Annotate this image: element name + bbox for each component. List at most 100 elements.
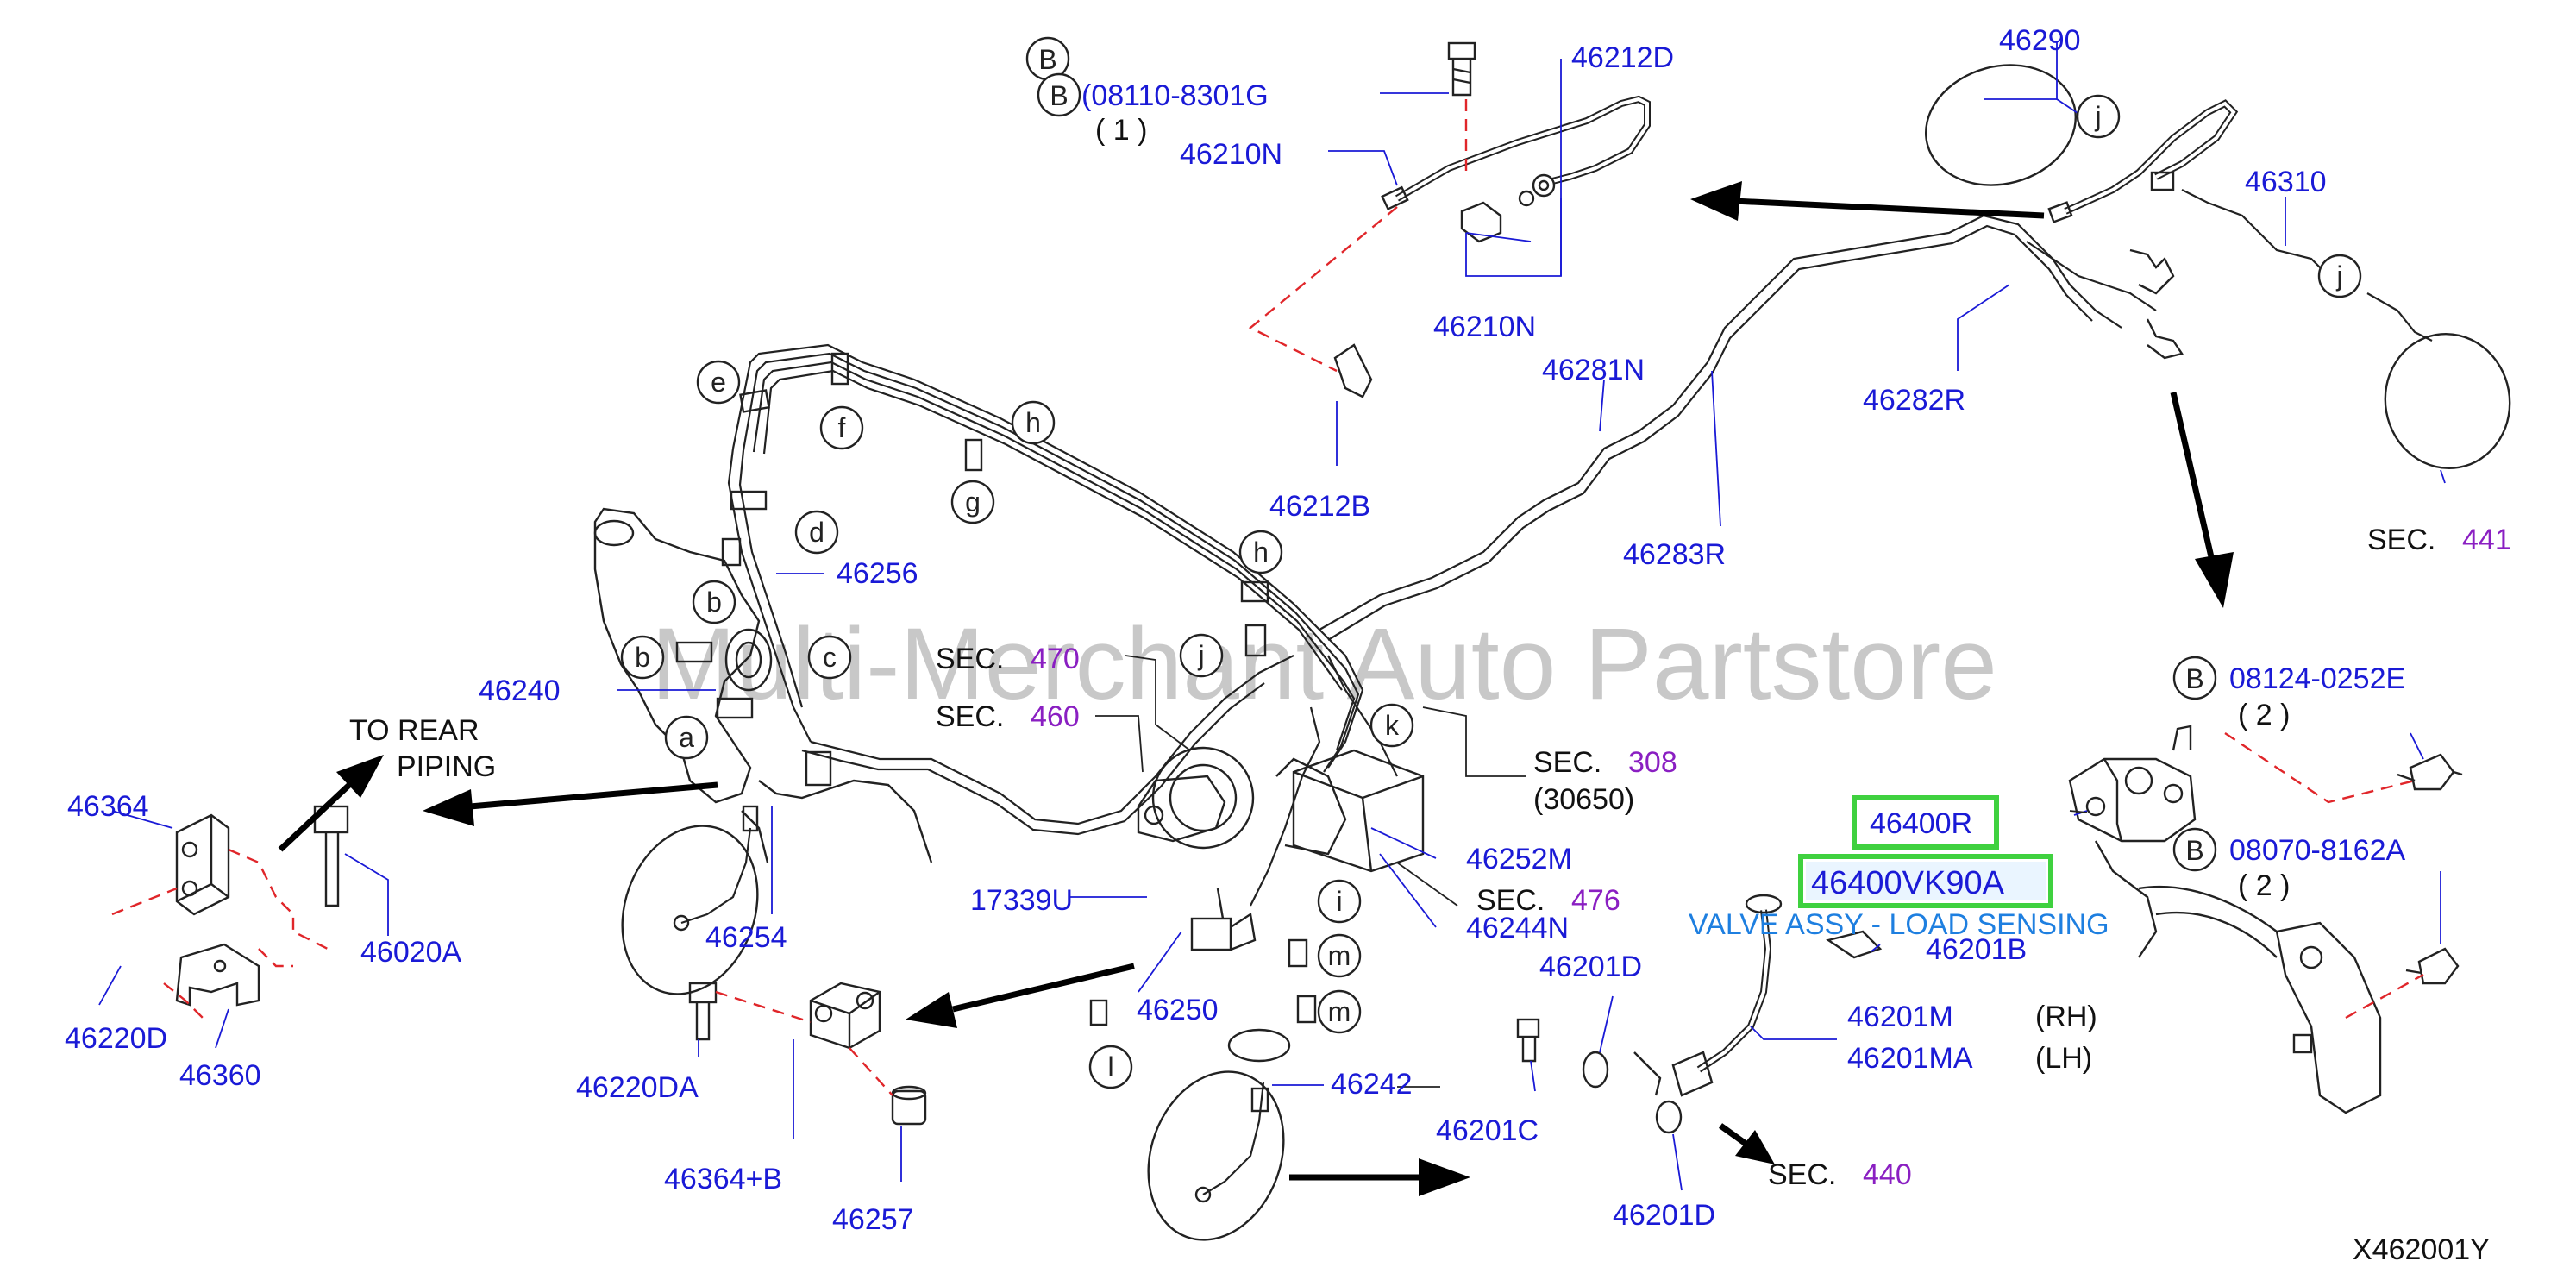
detail-46210n [1248,41,1651,398]
label-to-rear: TO REAR [349,714,479,747]
svg-text:SEC.: SEC. [936,700,1004,733]
svg-text:440: 440 [1863,1158,1912,1191]
label-46210n-bottom[interactable]: 46210N [1433,311,1536,343]
callout-c: c [807,635,852,680]
front-subframe [593,507,933,863]
front-brake-lines [675,214,2122,907]
label-46364[interactable]: 46364 [67,790,149,823]
sec-460[interactable]: SEC. 460 [936,700,1080,733]
junction-46364b [688,982,927,1126]
highlight-46400r [1852,795,1999,850]
label-46240[interactable]: 46240 [479,675,561,707]
callout-B: B [1025,36,1070,81]
label-46364b[interactable]: 46364+B [664,1163,782,1195]
label-qty-2a: ( 2 ) [2238,699,2290,731]
callout-letters: e f h g h d b b c a j k i m m l j j B B … [620,36,2362,1089]
callout-b: b [692,580,736,624]
label-46220da[interactable]: 46220DA [576,1071,699,1104]
label-46257[interactable]: 46257 [832,1203,914,1236]
label-qty-1: ( 1 ) [1095,114,1147,147]
master-cylinder [1137,746,1255,850]
callout-b: b [620,635,665,680]
svg-text:SEC.: SEC. [1476,884,1545,917]
svg-text:m: m [1328,940,1351,971]
rear-hose-46201 [1516,894,1883,1134]
callout-j: j [2076,94,2121,139]
label-46212b[interactable]: 46212B [1269,490,1370,523]
svg-text:441: 441 [2462,524,2511,556]
label-46254[interactable]: 46254 [705,921,787,954]
callout-h: h [1011,400,1056,445]
svg-text:308: 308 [1628,746,1677,779]
abs-actuator-block [1275,749,1425,873]
svg-text:b: b [706,587,722,618]
callout-B: B [2172,827,2217,872]
direction-arrows [278,181,2234,1196]
label-46020a[interactable]: 46020A [360,936,462,969]
rear-brakes [1924,64,2511,470]
label-30650: (30650) [1533,783,1634,816]
svg-text:j: j [1197,640,1204,671]
label-46220d[interactable]: 46220D [65,1022,167,1055]
label-46360[interactable]: 46360 [179,1059,261,1092]
callout-B: B [1037,72,1081,117]
label-46201ma[interactable]: 46201MA [1847,1042,1973,1075]
part-labels: 46290 46212D (08110-8301G ( 1 ) 46210N 4… [65,24,2490,1266]
svg-text:SEC.: SEC. [1533,746,1601,779]
svg-text:g: g [965,486,981,518]
label-46201c[interactable]: 46201C [1436,1114,1539,1147]
front-right-brake [1147,1028,1291,1241]
callout-l: l [1088,1045,1133,1089]
label-46201b[interactable]: 46201B [1926,933,2027,966]
svg-text:476: 476 [1571,884,1620,917]
svg-text:B: B [2185,663,2203,694]
front-left-brake [621,750,832,995]
svg-text:SEC.: SEC. [1768,1158,1836,1191]
label-46282r[interactable]: 46282R [1863,384,1965,417]
label-lh: (LH) [2035,1042,2092,1075]
label-46281n[interactable]: 46281N [1542,354,1645,386]
label-46400r[interactable]: 46400R [1870,807,1972,840]
sec-441[interactable]: SEC.441 [2367,524,2511,556]
callout-m: m [1317,933,1362,978]
label-46400vk90a[interactable]: 46400VK90A [1811,865,2005,901]
label-46242[interactable]: 46242 [1331,1068,1413,1101]
svg-text:B: B [2185,835,2203,866]
sec-440[interactable]: SEC. 440 [1768,1158,1912,1191]
label-08070[interactable]: 08070-8162A [2229,834,2406,867]
svg-text:460: 460 [1031,700,1080,733]
label-46201m[interactable]: 46201M [1847,1001,1953,1033]
bracket-46364 [111,805,349,1023]
label-46310[interactable]: 46310 [2245,166,2327,198]
callout-j: j [1179,633,1224,678]
callout-k: k [1369,703,1414,748]
svg-text:l: l [1107,1051,1113,1082]
sec-308[interactable]: SEC. 308 [1533,746,1677,779]
label-drawing-code: X462001Y [2353,1233,2490,1266]
label-46283r[interactable]: 46283R [1623,538,1726,571]
svg-text:B: B [1038,44,1056,75]
svg-text:j: j [2335,260,2342,292]
label-46256[interactable]: 46256 [837,557,918,590]
label-46290[interactable]: 46290 [1999,24,2081,57]
label-46252m[interactable]: 46252M [1466,843,1572,875]
svg-text:B: B [1050,80,1068,111]
label-46250[interactable]: 46250 [1137,994,1219,1026]
svg-text:j: j [2094,101,2101,132]
label-17339u[interactable]: 17339U [970,884,1073,917]
label-46244n[interactable]: 46244N [1466,912,1569,944]
label-qty-2b: ( 2 ) [2238,869,2290,902]
label-46201d-top[interactable]: 46201D [1539,951,1642,983]
label-08124[interactable]: 08124-0252E [2229,662,2405,695]
callout-i: i [1317,879,1362,924]
sec-470[interactable]: SEC.470 [936,643,1080,675]
label-46210n-top[interactable]: 46210N [1180,138,1282,171]
label-46201d-bottom[interactable]: 46201D [1613,1199,1715,1232]
svg-text:a: a [679,722,694,753]
sec-476[interactable]: SEC. 476 [1476,884,1620,917]
svg-text:f: f [838,412,846,443]
svg-text:h: h [1025,407,1041,438]
label-08110[interactable]: (08110-8301G [1081,79,1269,112]
label-46212d[interactable]: 46212D [1571,41,1674,74]
